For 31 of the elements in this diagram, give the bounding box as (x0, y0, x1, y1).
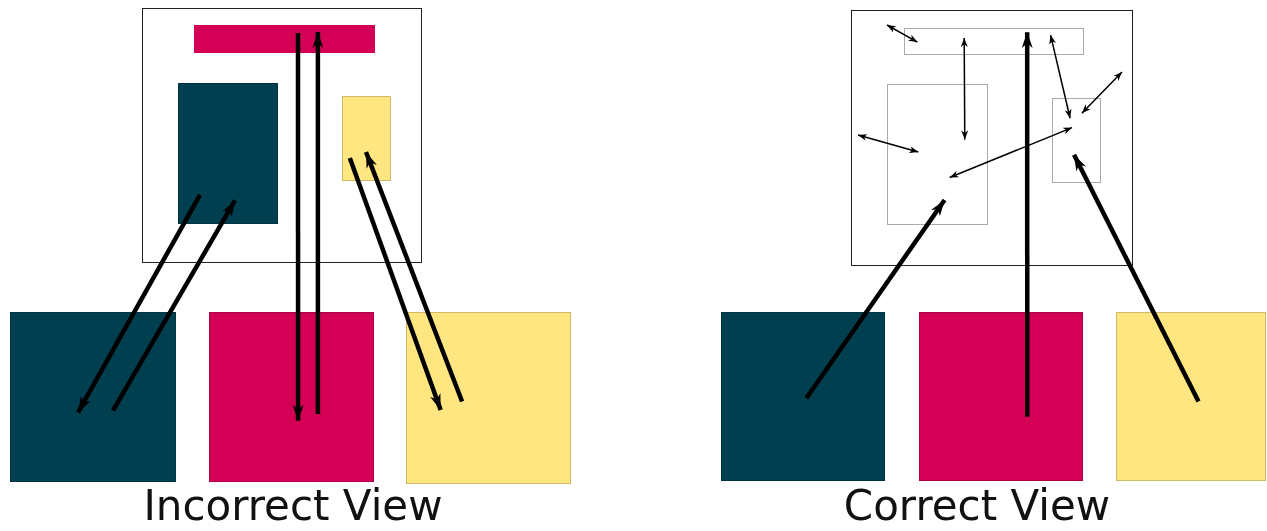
arrow (886, 24, 919, 43)
arrow (1021, 32, 1033, 417)
arrow (292, 32, 304, 421)
arrow (76, 193, 202, 414)
filled-box (919, 312, 1083, 481)
filled-box (209, 312, 374, 482)
arrow (347, 157, 443, 411)
filled-box (342, 96, 391, 181)
arrow (1049, 34, 1072, 119)
arrow (960, 37, 969, 141)
outlined-box (142, 8, 422, 263)
outlined-box (1052, 98, 1101, 183)
filled-box (721, 312, 885, 481)
view-caption: Incorrect View (143, 482, 443, 530)
filled-box (178, 83, 278, 224)
arrow (804, 198, 947, 400)
arrow (110, 199, 237, 412)
filled-box (10, 312, 176, 482)
arrow (857, 134, 920, 153)
view-caption: Correct View (843, 482, 1111, 530)
outlined-box (887, 84, 988, 225)
arrow (1081, 71, 1123, 114)
outlined-box (904, 28, 1084, 55)
arrow (1072, 153, 1201, 403)
filled-box (406, 312, 571, 484)
arrow (363, 151, 465, 403)
arrow (312, 32, 324, 414)
filled-box (1116, 312, 1266, 481)
outlined-box (851, 10, 1133, 266)
filled-bar (194, 25, 375, 53)
arrow (948, 126, 1073, 179)
